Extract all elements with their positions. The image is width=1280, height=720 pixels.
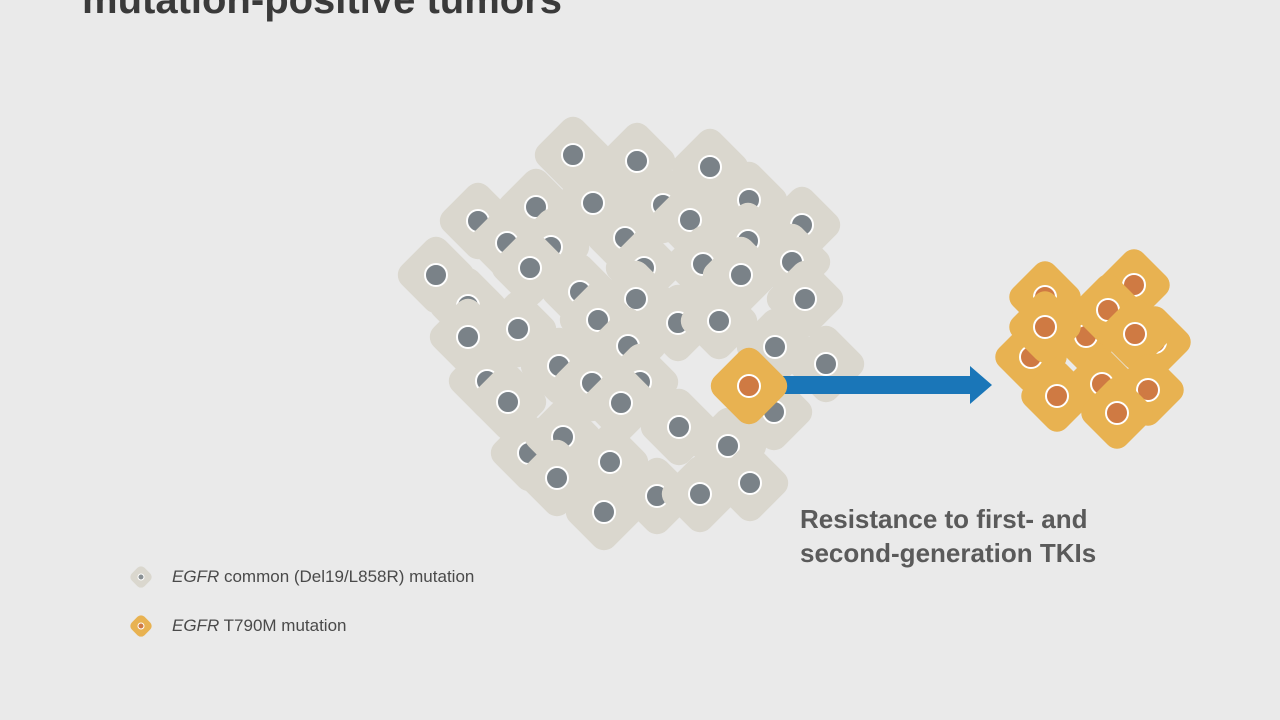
slide-title: mutation-positive tumors <box>82 0 563 22</box>
arrow-head <box>970 366 992 404</box>
common-mutation-tumor-cluster <box>397 116 865 551</box>
resistance-caption: Resistance to first- and second-generati… <box>800 502 1096 570</box>
t790m-resistant-tumor-cluster <box>995 249 1191 449</box>
legend-text-t790m: T790M mutation <box>219 616 347 635</box>
arrow-shaft <box>760 376 972 394</box>
common-cell-icon <box>130 566 152 588</box>
caption-line-1: Resistance to first- and <box>800 504 1088 534</box>
legend-gene-common: EGFR <box>172 567 220 586</box>
resistance-arrow <box>760 366 992 404</box>
legend-text-common: common (Del19/L858R) mutation <box>219 567 475 586</box>
caption-line-2: second-generation TKIs <box>800 538 1097 568</box>
t790m-cell-icon <box>130 615 152 637</box>
common-cell <box>680 282 758 360</box>
legend-item-common: EGFR common (Del19/L858R) mutation <box>126 562 546 592</box>
t790m-cell-emerging <box>710 347 788 425</box>
legend-label-common: EGFR common (Del19/L858R) mutation <box>172 567 474 587</box>
t790m-cell <box>1009 291 1081 363</box>
common-cell <box>582 364 660 442</box>
legend-gene-t790m: EGFR <box>172 616 220 635</box>
legend-label-t790m: EGFR T790M mutation <box>172 616 347 636</box>
legend-item-t790m: EGFR T790M mutation <box>126 611 546 641</box>
t790m-cell <box>1099 298 1171 370</box>
common-cell <box>711 444 789 522</box>
t790m-cell <box>710 347 788 425</box>
t790m-cell <box>1081 377 1153 449</box>
common-cell <box>565 473 643 551</box>
